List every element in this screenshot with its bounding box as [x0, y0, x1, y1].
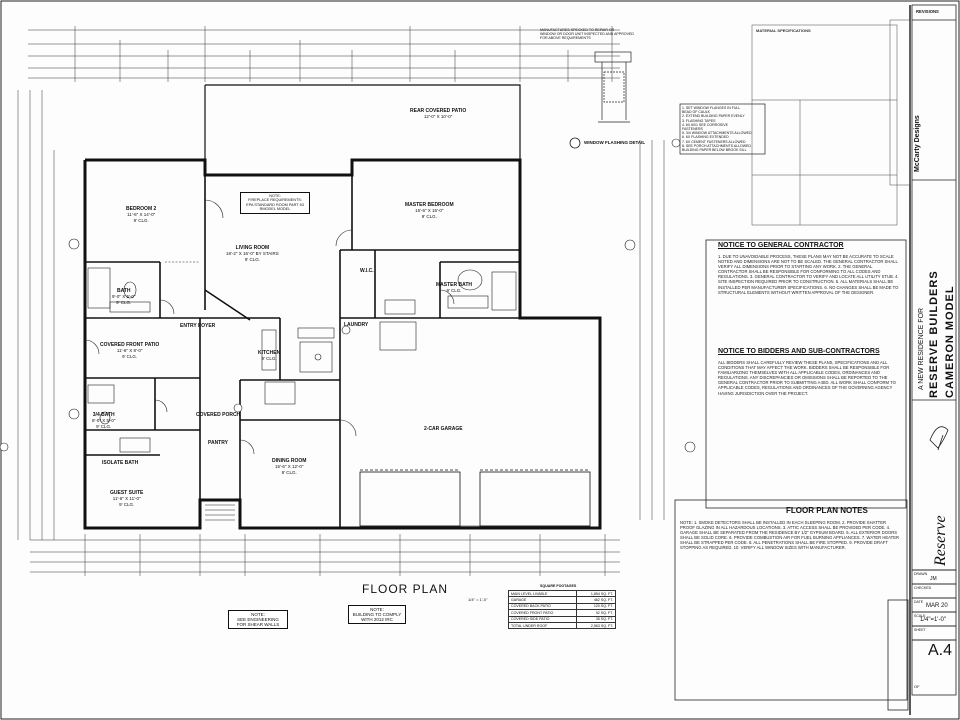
project-line-1: A NEW RESIDENCE FOR — [918, 307, 925, 390]
room-garage: 2-CAR GARAGE — [424, 426, 463, 432]
project-line-2: RESERVE BUILDERS — [928, 270, 940, 398]
code-note: NOTE: BUILDING TO COMPLY WITH 2012 IRC — [348, 605, 406, 624]
notice-bidders-title: NOTICE TO BIDDERS AND SUB-CONTRACTORS — [718, 348, 880, 355]
drawing-title: FLOOR PLAN — [362, 582, 449, 596]
scale-value: 1/4"=1'-0" — [920, 617, 946, 623]
builder-logo: Reserve — [932, 515, 949, 566]
date-label: DATE — [914, 600, 924, 604]
window-specs-list: 1. SET WINDOW FLANGES IN FULL BEAD OF CA… — [682, 106, 752, 153]
sheet-number: A.4 — [928, 642, 953, 659]
scale-label: SCALE — [914, 614, 926, 618]
window-detail-title: WINDOW FLASHING DETAIL — [584, 140, 646, 145]
checked-label: CHECKED — [914, 586, 932, 590]
room-laundry: LAUNDRY — [344, 322, 369, 328]
drawn-value: JM — [930, 576, 937, 582]
notice-general-body: 1. DUE TO UNAVOIDABLE PROCESS, THESE PLA… — [718, 254, 899, 295]
designer-name: McCarty Designs — [914, 115, 921, 172]
project-line-3: CAMERON MODEL — [944, 285, 956, 398]
sheet-label: SHEET — [914, 628, 926, 632]
drawing-scale: 1/4" = 1'-0" — [468, 597, 488, 602]
room-entry-foyer: ENTRY FOYER — [180, 323, 216, 329]
area-table-title: SQUARE FOOTAGES — [540, 584, 577, 588]
shear-wall-note: NOTE: SEE ENGINEERING FOR SHEAR WALLS — [228, 610, 288, 629]
of-label: OF — [914, 684, 920, 689]
revisions-label: REVISIONS — [916, 9, 939, 14]
specs-title: MATERIAL SPECIFICATIONS — [756, 28, 811, 33]
fireplace-note: NOTE: FIREPLACE REQUIREMENTS: EPA STANDA… — [240, 192, 310, 214]
room-isolate-bath: ISOLATE BATH — [102, 460, 139, 466]
notice-general-title: NOTICE TO GENERAL CONTRACTOR — [718, 242, 844, 249]
room-wic: W.I.C. — [360, 268, 374, 274]
drawn-label: DRAWN — [914, 572, 928, 576]
room-pantry: PANTRY — [208, 440, 228, 446]
room-covered-porch: COVERED PORCH — [196, 412, 241, 418]
floor-notes-body: NOTE: 1. SMOKE DETECTORS SHALL BE INSTAL… — [680, 520, 900, 551]
notice-bidders-body: ALL BIDDERS SHALL CAREFULLY REVIEW THESE… — [718, 360, 896, 396]
date-value: MAR 20 — [926, 603, 948, 609]
floor-notes-title: FLOOR PLAN NOTES — [786, 506, 868, 515]
window-detail-note: MANUFACTURES SPECKED TO REPAIR OR WINDOW… — [540, 28, 634, 40]
